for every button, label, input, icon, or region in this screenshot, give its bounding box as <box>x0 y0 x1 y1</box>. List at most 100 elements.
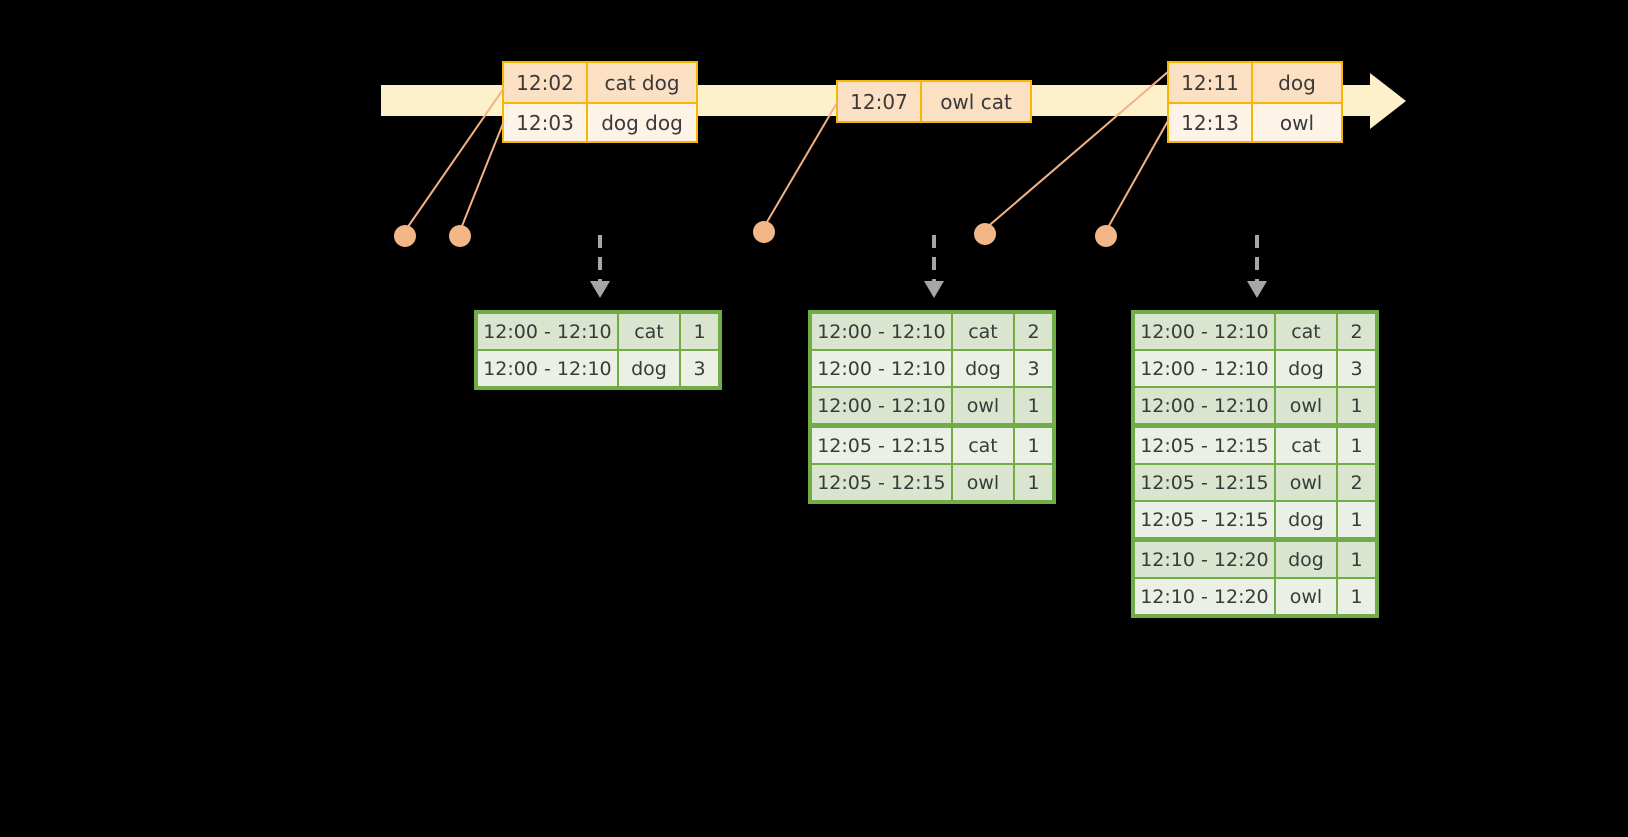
record-dot[interactable] <box>1095 225 1117 247</box>
word-cell: dog <box>1275 542 1337 577</box>
count-cell: 1 <box>1015 428 1052 463</box>
record-dot[interactable] <box>974 223 996 245</box>
event-time: 12:07 <box>838 82 922 121</box>
arrow-head <box>1247 281 1267 298</box>
timeline-event-row: 12:03 dog dog <box>504 102 696 141</box>
timeline-event-row: 12:02 cat dog <box>504 63 696 102</box>
word-cell: owl <box>1275 388 1337 423</box>
word-cell: cat <box>1275 314 1337 349</box>
count-cell: 1 <box>1338 502 1375 537</box>
timeline-event-box-1[interactable]: 12:02 cat dog 12:03 dog dog <box>502 61 698 143</box>
event-words: owl <box>1253 104 1341 141</box>
word-cell: cat <box>618 314 680 349</box>
word-cell: owl <box>1275 579 1337 614</box>
record-dot[interactable] <box>394 225 416 247</box>
timeline-event-row: 12:11 dog <box>1169 63 1341 102</box>
count-cell: 1 <box>1338 542 1375 577</box>
window-cell: 12:05 - 12:15 <box>1135 465 1274 500</box>
count-cell: 1 <box>1338 428 1375 463</box>
count-cell: 1 <box>1015 465 1052 500</box>
window-cell: 12:00 - 12:10 <box>812 351 951 386</box>
leader-line <box>459 120 505 232</box>
word-cell: dog <box>1275 351 1337 386</box>
event-time: 12:13 <box>1169 104 1253 141</box>
word-cell: owl <box>952 388 1014 423</box>
record-dot[interactable] <box>449 225 471 247</box>
window-cell: 12:00 - 12:10 <box>812 314 951 349</box>
timeline-arrowhead-icon <box>1370 73 1406 129</box>
count-cell: 3 <box>1338 351 1375 386</box>
event-words: cat dog <box>588 63 696 102</box>
dashed-down-arrow-icon <box>924 235 944 299</box>
event-words: owl cat <box>922 82 1030 121</box>
leader-line <box>1105 118 1170 232</box>
count-cell: 1 <box>681 314 718 349</box>
word-cell: owl <box>1275 465 1337 500</box>
count-cell: 3 <box>681 351 718 386</box>
word-cell: cat <box>952 314 1014 349</box>
event-time: 12:11 <box>1169 63 1253 102</box>
dashed-down-arrow-icon <box>590 235 610 299</box>
arrow-head <box>590 281 610 298</box>
timeline-event-box-3[interactable]: 12:11 dog 12:13 owl <box>1167 61 1343 143</box>
dashed-down-arrow-icon <box>1247 235 1267 299</box>
window-cell: 12:05 - 12:15 <box>1135 428 1274 463</box>
timeline-arrow-stub <box>1343 85 1375 116</box>
arrow-stem <box>1255 235 1259 283</box>
word-cell: owl <box>952 465 1014 500</box>
count-cell: 2 <box>1015 314 1052 349</box>
timeline-event-row: 12:07 owl cat <box>838 82 1030 121</box>
word-cell: dog <box>952 351 1014 386</box>
window-cell: 12:05 - 12:15 <box>812 428 951 463</box>
count-cell: 3 <box>1015 351 1052 386</box>
word-cell: dog <box>1275 502 1337 537</box>
timeline-event-box-2[interactable]: 12:07 owl cat <box>836 80 1032 123</box>
window-cell: 12:05 - 12:15 <box>1135 502 1274 537</box>
word-cell: dog <box>618 351 680 386</box>
window-cell: 12:05 - 12:15 <box>812 465 951 500</box>
arrow-stem <box>932 235 936 283</box>
window-cell: 12:00 - 12:10 <box>812 388 951 423</box>
count-cell: 1 <box>1338 579 1375 614</box>
word-cell: cat <box>952 428 1014 463</box>
window-cell: 12:10 - 12:20 <box>1135 579 1274 614</box>
window-cell: 12:00 - 12:10 <box>1135 351 1274 386</box>
event-time: 12:02 <box>504 63 588 102</box>
arrow-stem <box>598 235 602 283</box>
window-cell: 12:10 - 12:20 <box>1135 542 1274 577</box>
window-cell: 12:00 - 12:10 <box>1135 314 1274 349</box>
window-cell: 12:00 - 12:10 <box>478 314 617 349</box>
arrow-head <box>924 281 944 298</box>
word-cell: cat <box>1275 428 1337 463</box>
event-words: dog <box>1253 63 1341 102</box>
leader-line <box>763 100 839 228</box>
event-time: 12:03 <box>504 104 588 141</box>
window-cell: 12:00 - 12:10 <box>478 351 617 386</box>
window-cell: 12:00 - 12:10 <box>1135 388 1274 423</box>
event-words: dog dog <box>588 104 696 141</box>
count-cell: 2 <box>1338 314 1375 349</box>
count-cell: 2 <box>1338 465 1375 500</box>
count-cell: 1 <box>1338 388 1375 423</box>
record-dot[interactable] <box>753 221 775 243</box>
timeline-event-row: 12:13 owl <box>1169 102 1341 141</box>
